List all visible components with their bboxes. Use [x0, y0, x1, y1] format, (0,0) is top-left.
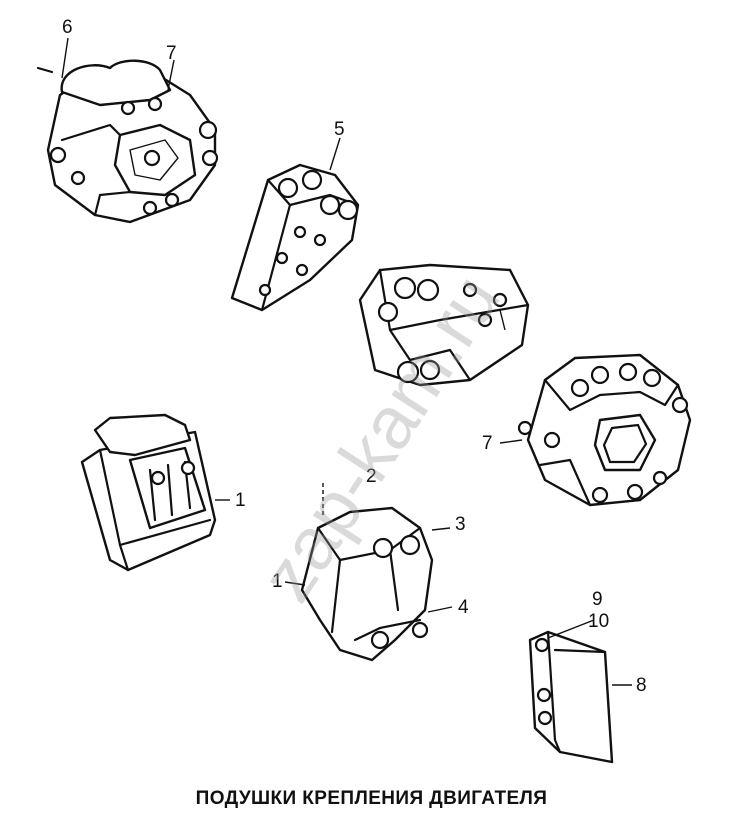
center-lower-mount [284, 483, 453, 662]
diagram-caption: ПОДУШКИ КРЕПЛЕНИЯ ДВИГАТЕЛЯ [195, 788, 548, 809]
callout-2: 2 [366, 466, 377, 487]
callout-5: 5 [334, 119, 345, 140]
callout-6: 6 [62, 17, 73, 38]
left-bracket-1 [80, 413, 230, 572]
callout-7-top: 7 [166, 43, 177, 64]
callout-7-right: 7 [482, 433, 493, 454]
callout-8: 8 [636, 675, 647, 696]
callout-4: 4 [458, 597, 469, 618]
bracket-5 [230, 137, 360, 312]
plate-8 [528, 619, 632, 764]
right-engine-mount [499, 353, 692, 507]
callout-9: 9 [592, 589, 603, 610]
callout-3: 3 [455, 514, 466, 535]
callout-1-left: 1 [235, 490, 246, 511]
callout-10: 10 [588, 611, 610, 632]
center-upper-mount [358, 263, 530, 387]
callout-1-mid: 1 [272, 571, 283, 592]
top-left-engine-mount [36, 37, 219, 224]
